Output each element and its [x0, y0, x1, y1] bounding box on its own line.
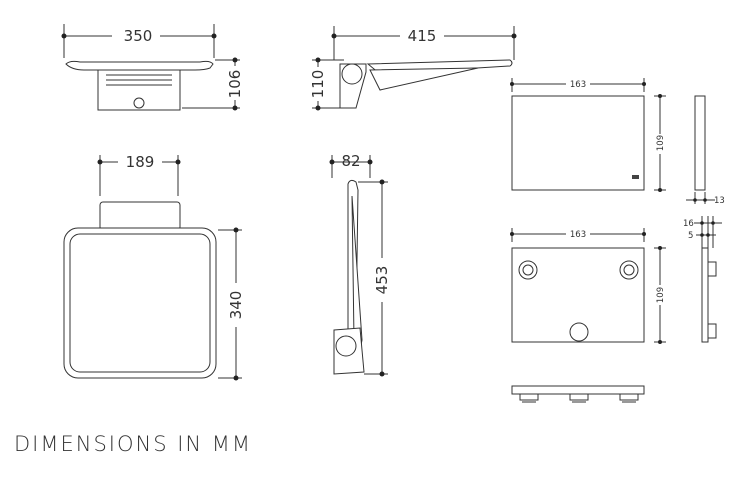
dim-top-width: 350 — [124, 27, 153, 45]
plate-side-studs: 16 5 — [683, 216, 722, 343]
dim-top-height: 106 — [226, 70, 244, 99]
dim-folded-depth: 82 — [341, 152, 360, 170]
plate-bottom-view — [511, 385, 645, 403]
folded-side-view: 82 453 — [329, 152, 391, 377]
dim-side-height: 110 — [309, 70, 327, 99]
dim-front-width: 189 — [126, 153, 155, 171]
dim-plate-width-top: 163 — [570, 80, 586, 90]
dim-plate-width-bottom: 163 — [570, 230, 586, 240]
dim-folded-height: 453 — [373, 266, 391, 295]
dim-plate-height-bottom: 109 — [656, 287, 666, 303]
dim-front-height: 340 — [227, 291, 245, 320]
wall-plate-back: 163 109 — [510, 228, 667, 344]
dim-edge-16: 16 — [683, 219, 694, 229]
side-view-seat: 415 110 — [309, 26, 517, 111]
wall-plate-front: 163 109 — [510, 78, 667, 192]
dim-edge-5: 5 — [688, 231, 693, 241]
top-view-seat: 350 106 — [61, 24, 244, 111]
dimensions-caption: DIMENSIONS IN MM — [14, 432, 253, 456]
dim-side-width: 415 — [408, 27, 437, 45]
dim-plate-height-top: 109 — [656, 135, 666, 151]
front-view-seat: 189 340 — [63, 152, 245, 381]
dim-plate-thickness: 13 — [714, 196, 725, 206]
plate-edge-view: 13 — [686, 95, 725, 206]
